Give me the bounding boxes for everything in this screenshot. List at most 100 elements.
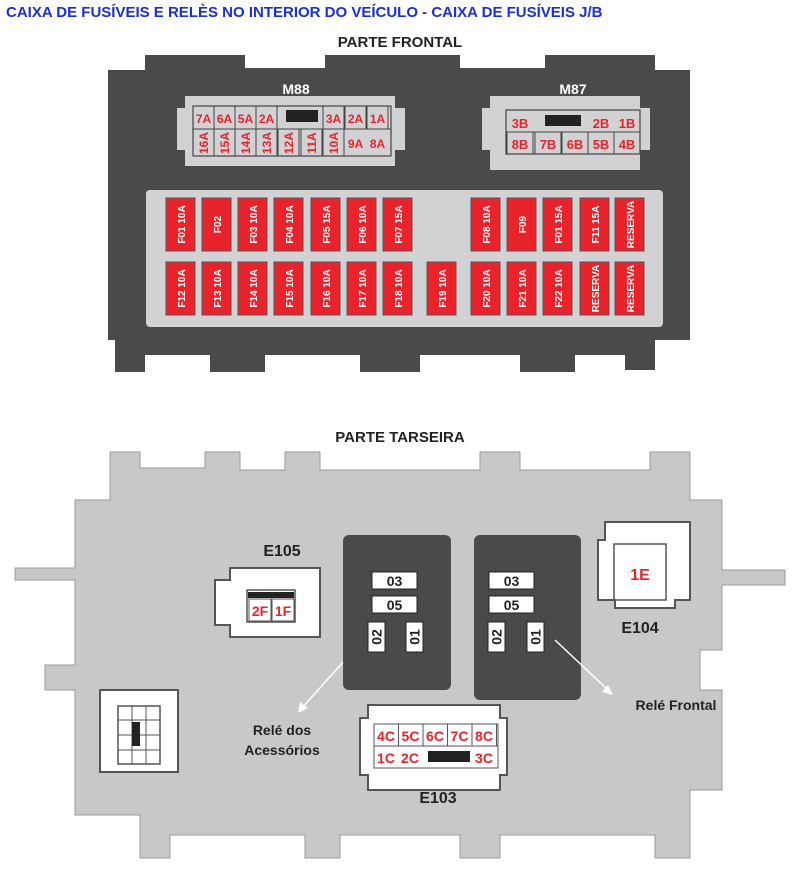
fuse-label: F07 15A <box>394 205 405 243</box>
e103-label: E103 <box>419 790 456 807</box>
m88-label: M88 <box>282 81 309 97</box>
page-title: CAIXA DE FUSÍVEIS E RELÈS NO INTERIOR DO… <box>6 4 603 21</box>
e103-connector <box>359 704 508 791</box>
fuse <box>346 261 377 316</box>
relay-pin <box>405 621 424 653</box>
e103-pin: 6C <box>426 728 444 744</box>
m87-pin: 2B <box>593 116 610 131</box>
fuse-label: F01 10A <box>177 205 188 243</box>
fuse <box>579 261 610 316</box>
m88-pin: 2A <box>259 112 275 126</box>
fuse <box>614 261 645 316</box>
fuse <box>273 261 304 316</box>
unlabeled-connector <box>99 689 179 773</box>
fuse-label: F08 10A <box>482 205 493 243</box>
relay-pin <box>488 571 535 590</box>
fuse <box>426 261 457 316</box>
m88-pin: 6A <box>217 112 233 126</box>
e105-pin: 1F <box>275 603 292 619</box>
fuse-label: F22 10A <box>554 269 565 307</box>
fuse-label: F15 10A <box>285 269 296 307</box>
relay-accessories-arrow <box>298 661 344 713</box>
e105-label: E105 <box>263 543 300 560</box>
fuse <box>382 261 413 316</box>
fuse-label: RESERVA <box>626 265 637 312</box>
m87-pin: 5B <box>593 137 610 152</box>
fuse <box>542 197 573 252</box>
fuse <box>165 197 196 252</box>
m88-pin: 10A <box>327 132 341 154</box>
m87-pin: 7B <box>540 137 557 152</box>
m87-pin: 4B <box>619 137 636 152</box>
e104-label: E104 <box>621 620 658 637</box>
fuse <box>346 197 377 252</box>
m88-pin: 11A <box>305 132 319 154</box>
e103-pin: 1C <box>377 750 395 766</box>
fuse <box>237 197 268 252</box>
relay-accessories-caption-1: Relé dos <box>253 722 312 738</box>
m88-pin: 16A <box>197 132 211 154</box>
relay-pin <box>371 571 418 590</box>
fuse <box>470 261 501 316</box>
m88-pin: 7A <box>196 112 212 126</box>
fuse-label: F02 <box>213 215 224 233</box>
relay-pin-label: 03 <box>387 573 403 589</box>
e103-pin: 8C <box>475 728 493 744</box>
m88-pin: 3A <box>326 112 342 126</box>
fuse-label: F16 10A <box>322 269 333 307</box>
fuse-label: F09 <box>518 215 529 233</box>
fuse <box>506 261 537 316</box>
m87-pin: 3B <box>512 116 529 131</box>
fuse-label: RESERVA <box>626 201 637 248</box>
fuse <box>470 197 501 252</box>
m88-pin: 15A <box>218 132 232 154</box>
relay-front <box>474 535 581 700</box>
relay-pin-label: 01 <box>407 629 423 645</box>
m87-latch <box>545 115 581 126</box>
fuse-label: F21 10A <box>518 269 529 307</box>
fuse-label: F04 10A <box>285 205 296 243</box>
m88-pin: 12A <box>282 132 296 154</box>
e103-pin: 5C <box>402 728 420 744</box>
e103-latch <box>428 751 470 762</box>
fuse-label: F06 10A <box>358 205 369 243</box>
e103-pin: 3C <box>475 750 493 766</box>
fuse <box>579 197 610 252</box>
relay-accessories-caption-2: Acessórios <box>244 742 320 758</box>
fuse-label: F13 10A <box>213 269 224 307</box>
fuse <box>201 261 232 316</box>
fuse-label: F01 15A <box>554 205 565 243</box>
m87-connector <box>482 96 650 170</box>
front-heading: PARTE FRONTAL <box>338 34 462 51</box>
fuse-label: F05 15A <box>322 205 333 243</box>
relay-pin <box>367 621 386 653</box>
relay-pin-label: 05 <box>387 597 403 613</box>
m88-pin: 2A <box>348 112 364 126</box>
fuse-label: F17 10A <box>358 269 369 307</box>
relay-pin-label: 02 <box>489 629 505 645</box>
m88-pin: 14A <box>239 132 253 154</box>
relay-pin <box>487 621 506 653</box>
fuse-label: F19 10A <box>438 269 449 307</box>
fuse-label: F03 10A <box>249 205 260 243</box>
e103-pin: 4C <box>377 728 395 744</box>
fuse <box>382 197 413 252</box>
fuse <box>614 197 645 252</box>
relay-pin-label: 03 <box>504 573 520 589</box>
fuse <box>165 261 196 316</box>
e104-pin: 1E <box>630 567 650 584</box>
e103-pin: 7C <box>451 728 469 744</box>
fuse-label: F14 10A <box>249 269 260 307</box>
m87-pin: 6B <box>567 137 584 152</box>
m88-pin: 8A <box>370 137 386 151</box>
fuse <box>506 197 537 252</box>
m88-connector <box>177 96 405 166</box>
fuse <box>542 261 573 316</box>
m87-pin: 1B <box>619 116 636 131</box>
m88-latch <box>286 110 318 122</box>
m87-pin: 8B <box>512 137 529 152</box>
m88-pin: 13A <box>260 132 274 154</box>
e105-pin: 2F <box>252 603 269 619</box>
e104-connector <box>597 521 691 609</box>
